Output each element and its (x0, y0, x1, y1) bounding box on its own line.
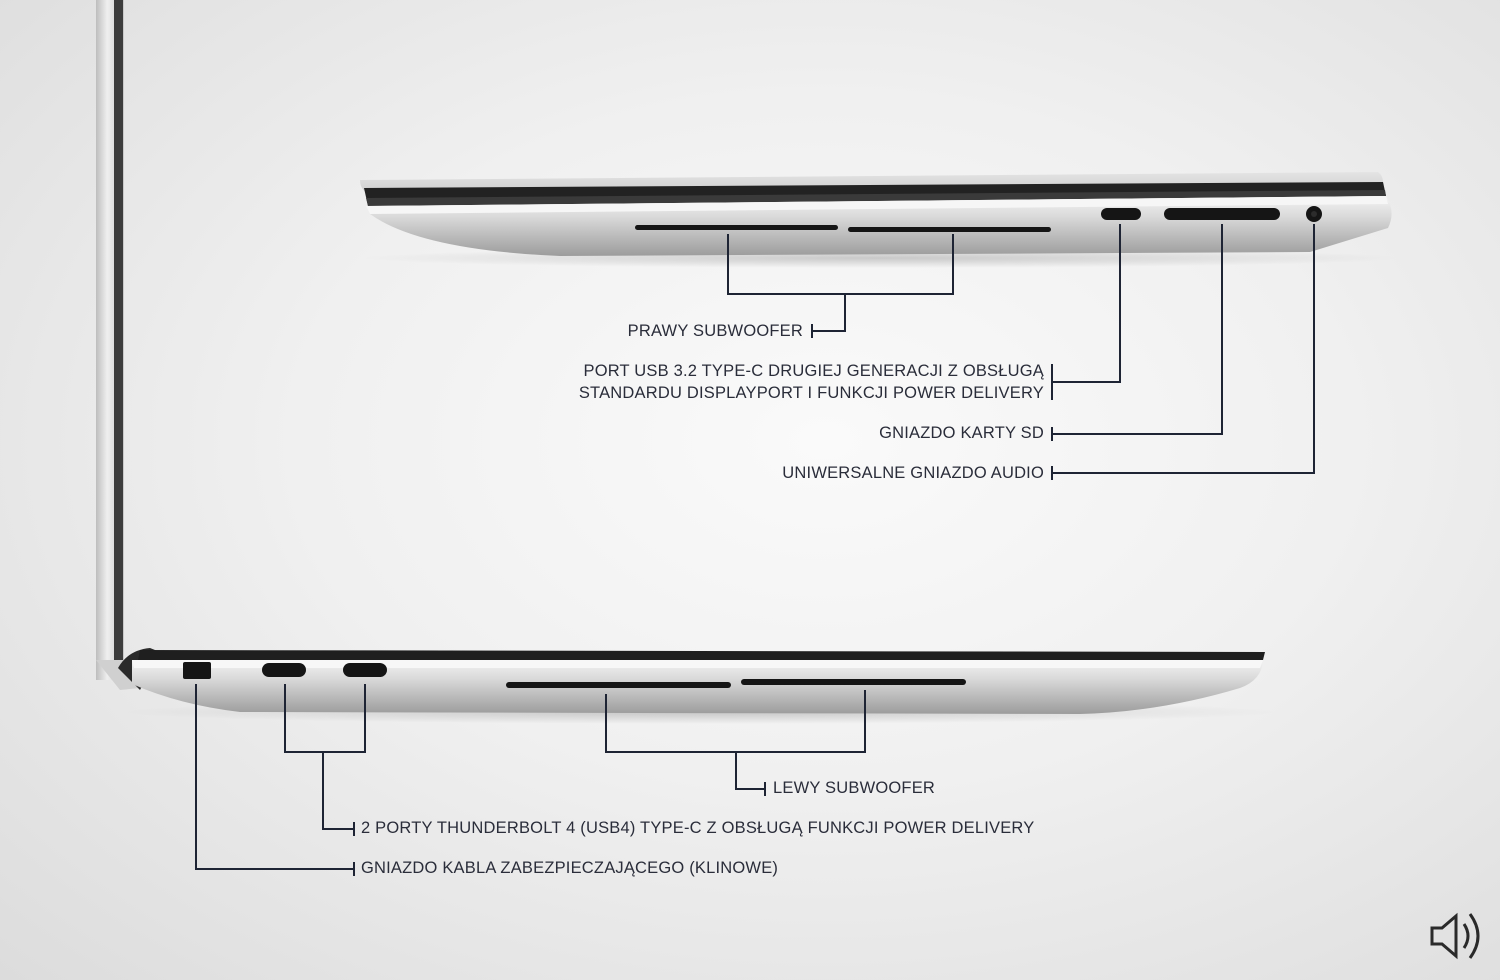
closed-laptop-right-side (360, 172, 1400, 268)
security-slot-shape (183, 662, 211, 679)
label-right-subwoofer: PRAWY SUBWOOFER (627, 322, 803, 340)
usb-c-port-shape (1101, 208, 1141, 220)
label-sd-card-slot: GNIAZDO KARTY SD (879, 424, 1044, 442)
thunderbolt-port-1-shape (262, 663, 306, 677)
label-thunderbolt-ports: 2 PORTY THUNDERBOLT 4 (USB4) TYPE-C Z OB… (361, 819, 1035, 837)
label-usb-c-port-line-1: PORT USB 3.2 TYPE-C DRUGIEJ GENERACJI Z … (583, 362, 1044, 380)
label-left-subwoofer: LEWY SUBWOOFER (773, 779, 936, 797)
label-audio-jack: UNIWERSALNE GNIAZDO AUDIO (782, 464, 1044, 482)
label-security-slot: GNIAZDO KABLA ZABEZPIECZAJĄCEGO (KLINOWE… (361, 859, 779, 877)
left-subwoofer-grille-1 (506, 682, 731, 688)
open-laptop-left-side (96, 0, 1280, 724)
sound-toggle-button[interactable] (1426, 908, 1486, 964)
thunderbolt-port-2-shape (343, 663, 387, 677)
right-subwoofer-grille-1 (635, 225, 838, 230)
speaker-icon (1430, 912, 1480, 960)
sd-slot-shape (1164, 208, 1280, 220)
callout-lines-left-side (195, 684, 866, 876)
left-subwoofer-grille-2 (741, 679, 966, 685)
right-subwoofer-grille-2 (848, 227, 1051, 232)
callout-lines-right-side (727, 224, 1315, 480)
label-usb-c-port-line-2: STANDARDU DISPLAYPORT I FUNKCJI POWER DE… (578, 384, 1044, 402)
